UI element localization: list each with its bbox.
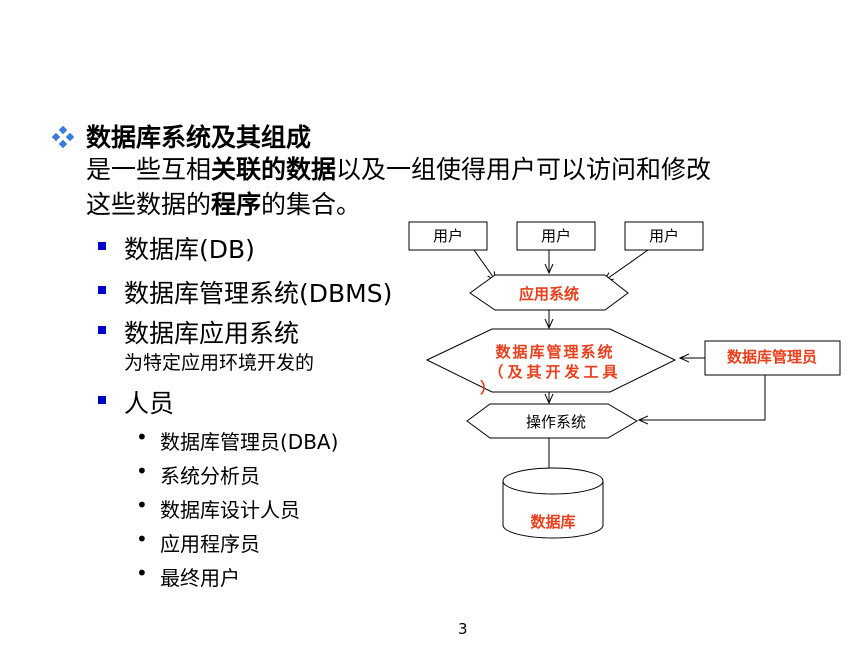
square-bullet-icon: [98, 326, 106, 334]
component-label: 数据库应用系统: [124, 319, 300, 348]
dba-label: 数据库管理员: [727, 348, 817, 366]
diamond-bullet-icon: [52, 126, 74, 148]
user-label: 用户: [433, 227, 463, 245]
square-bullet-icon: [98, 396, 106, 404]
dbms-node: [425, 328, 677, 393]
desc-text-2: 以及一组使得用户可以访问和修改: [336, 155, 712, 184]
description-paragraph: 是一些互相关联的数据以及一组使得用户可以访问和修改 这些数据的程序的集合。: [86, 152, 816, 222]
section-heading: 数据库系统及其组成: [86, 123, 312, 152]
user-box: [516, 221, 596, 251]
dba-to-os-arrow: [639, 375, 766, 420]
user-label: 用户: [649, 227, 679, 245]
app-system-node: [469, 274, 629, 311]
component-note: 为特定应用环境开发的: [124, 352, 315, 374]
dba-box: [704, 340, 841, 376]
page-number: 3: [458, 620, 468, 638]
dot-bullet-icon: •: [136, 561, 148, 585]
personnel-label: 系统分析员: [160, 464, 260, 488]
database-cylinder-icon: [502, 467, 604, 539]
desc-bold-2: 程序: [211, 190, 262, 219]
component-label: 人员: [124, 389, 175, 418]
app-system-label: 应用系统: [519, 285, 579, 303]
desc-text-3: 这些数据的: [86, 190, 212, 219]
dbms-label-line1: 数据库管理系统: [495, 343, 614, 361]
personnel-label: 最终用户: [160, 566, 240, 590]
dot-bullet-icon: •: [136, 527, 148, 551]
personnel-label: 应用程序员: [160, 532, 260, 556]
user-label: 用户: [541, 227, 571, 245]
personnel-label: 数据库管理员(DBA): [160, 430, 339, 454]
component-label: 数据库管理系统(DBMS): [124, 279, 393, 308]
dbms-label-line3: ）: [480, 379, 495, 397]
dot-bullet-icon: •: [136, 459, 148, 483]
user-box: [624, 221, 704, 251]
dot-bullet-icon: •: [136, 493, 148, 517]
desc-text-4: 的集合。: [261, 190, 362, 219]
personnel-label: 数据库设计人员: [160, 498, 300, 522]
desc-bold-1: 关联的数据: [211, 155, 337, 184]
component-label: 数据库(DB): [124, 235, 255, 264]
square-bullet-icon: [98, 242, 106, 250]
desc-text-1: 是一些互相: [86, 155, 212, 184]
flow-arrow: [473, 249, 496, 281]
os-node: [466, 403, 638, 439]
dot-bullet-icon: •: [136, 425, 148, 449]
database-label: 数据库: [530, 513, 575, 531]
os-label: 操作系统: [526, 413, 586, 431]
square-bullet-icon: [98, 286, 106, 294]
dbms-label-line2: （及其开发工具: [488, 363, 621, 381]
user-box: [408, 221, 488, 251]
flow-arrow: [604, 249, 649, 281]
